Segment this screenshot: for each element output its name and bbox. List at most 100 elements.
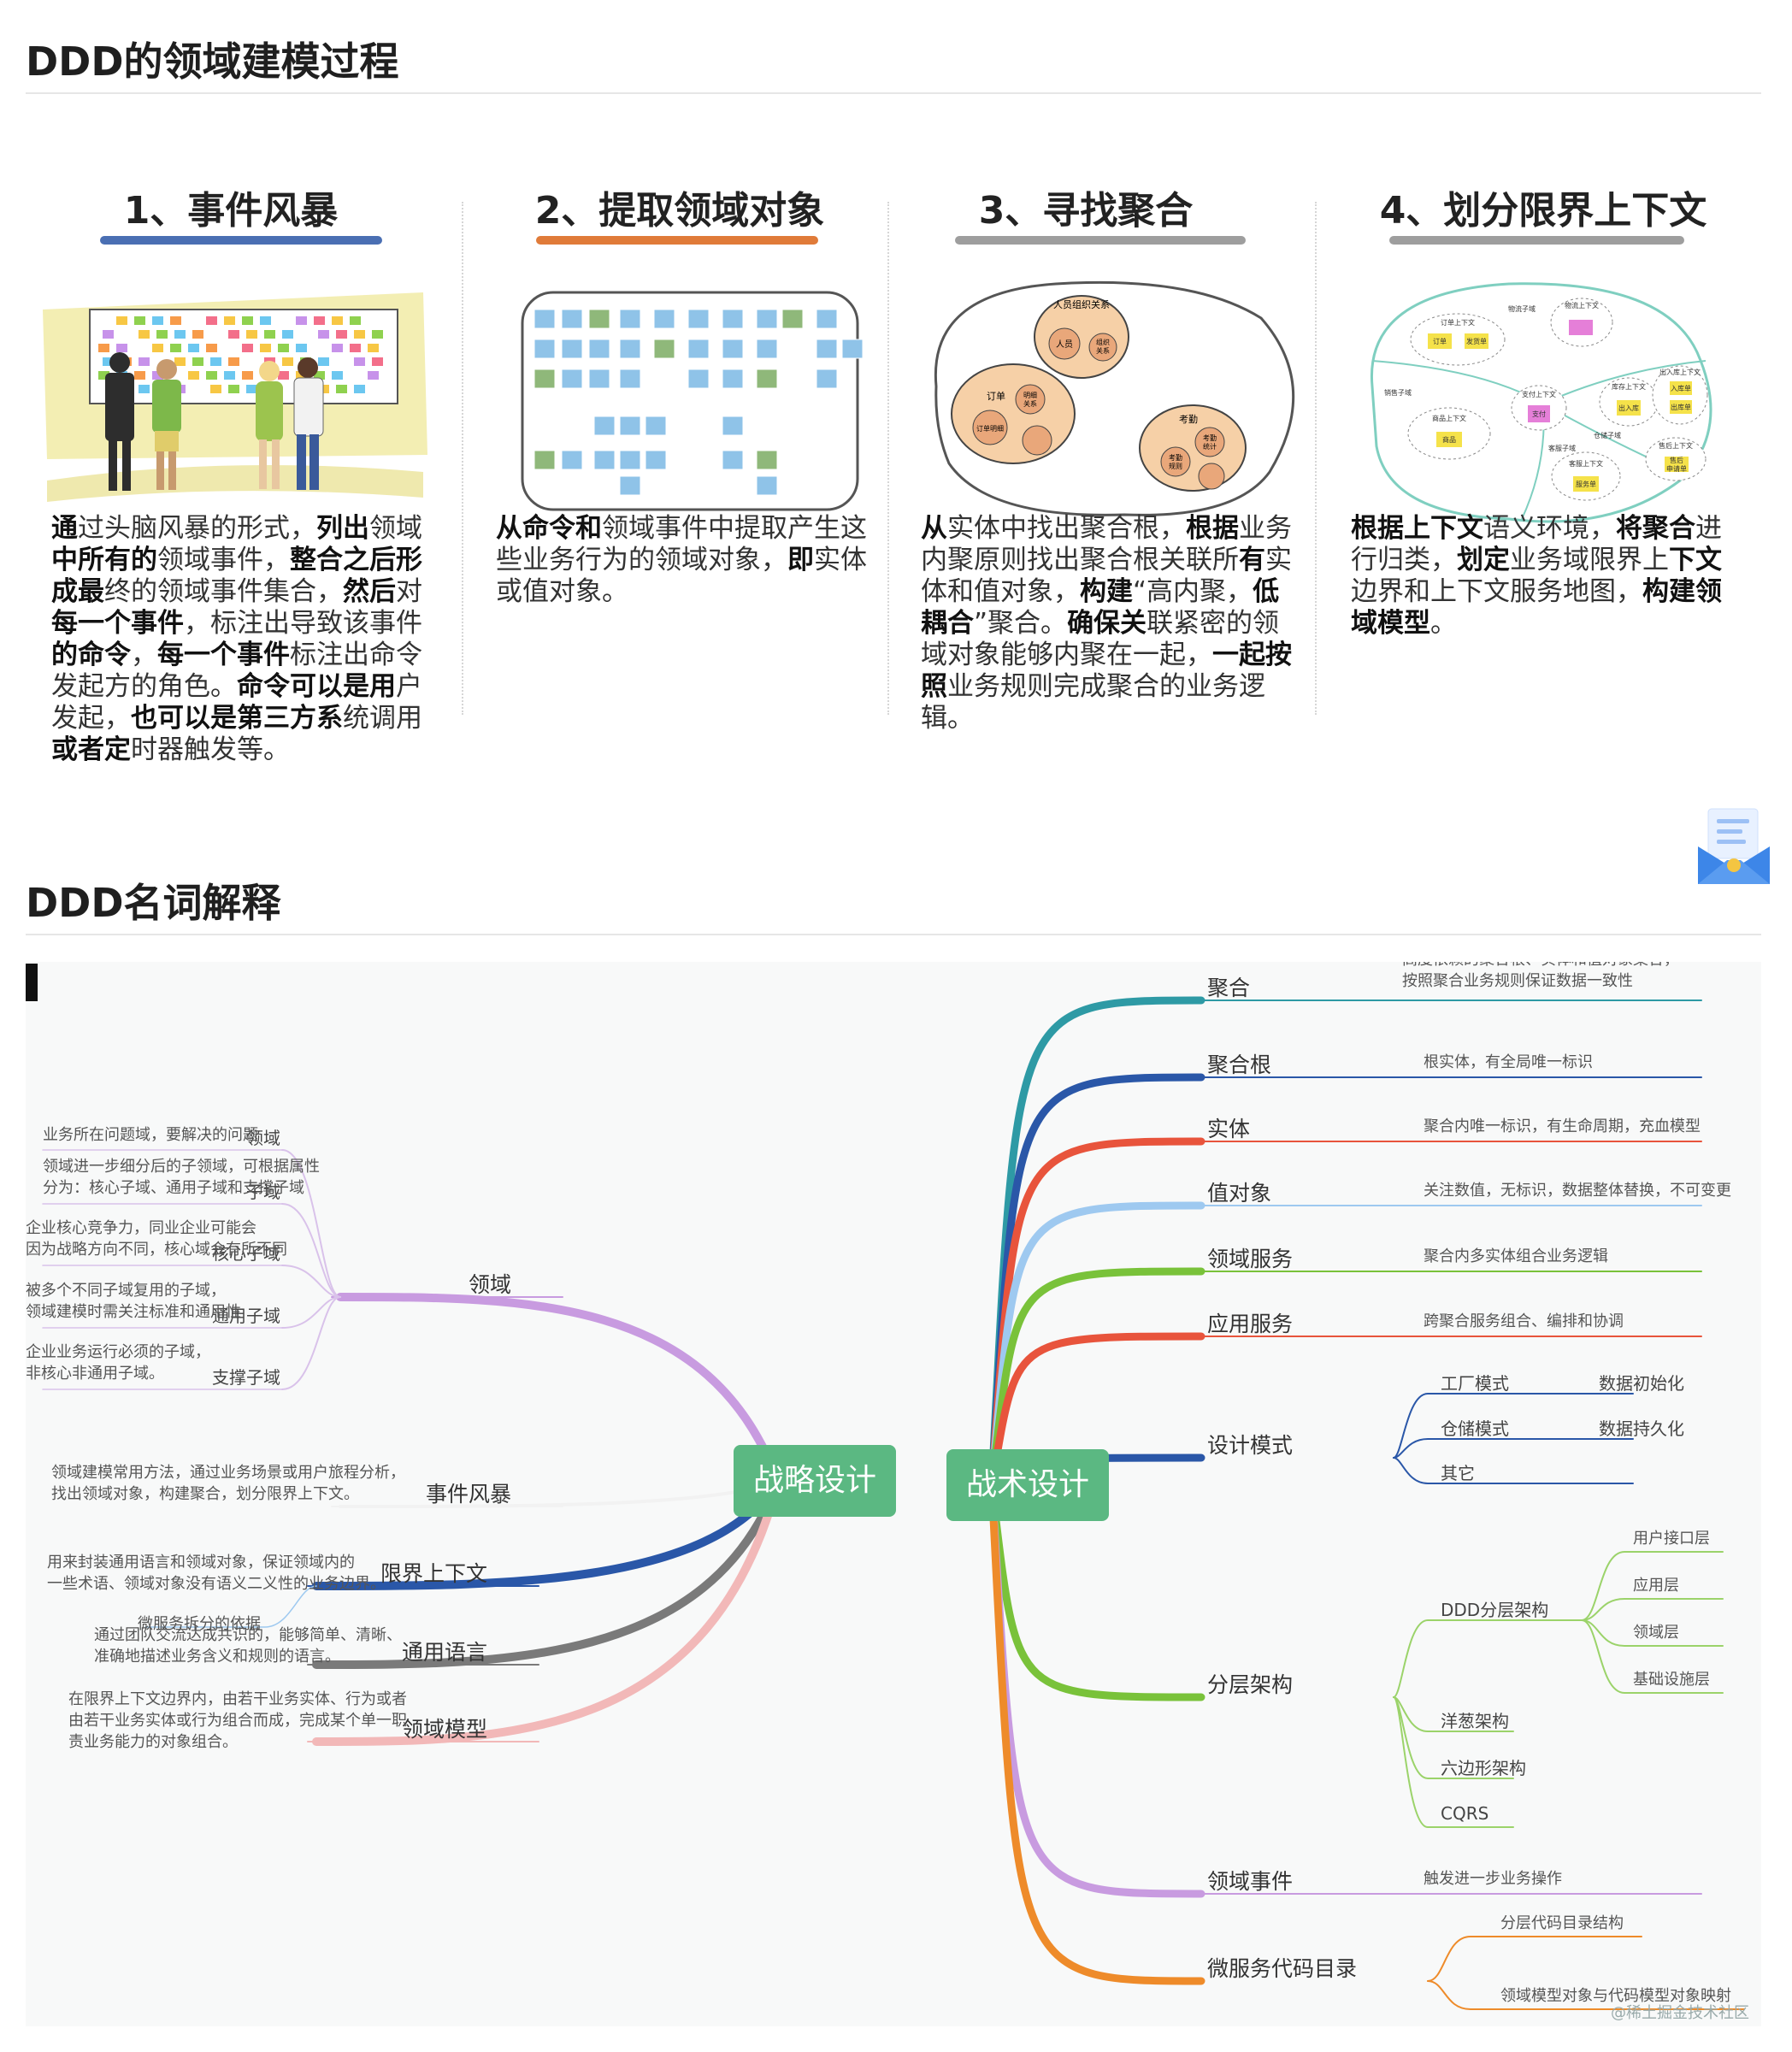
branch-line — [987, 1267, 1205, 1489]
branch-label: 聚合根 — [1207, 1053, 1272, 1077]
child-line — [1393, 1696, 1514, 1828]
step-description: 根据上下文语义环境，将聚合进行归类，划定业务域限界上下文边界和上下文服务地图，构… — [1351, 513, 1722, 639]
child-line — [1393, 1393, 1634, 1459]
step-description: 从命令和领域事件中提取产生这些业务行为的领域对象，即实体或值对象。 — [496, 513, 867, 607]
child-note: 数据持久化 — [1599, 1418, 1684, 1439]
entity-label: 明细关系 — [1023, 391, 1037, 408]
leaf-label: 用户接口层 — [1633, 1530, 1710, 1548]
step-underline — [100, 236, 382, 245]
step-description: 通过头脑风暴的形式，列出领域中所有的领域事件，整合之后形成最终的领域事件集合，然… — [51, 513, 422, 765]
entity-label: 考勤规则 — [1169, 453, 1182, 470]
branch-note: 聚合内多实体组合业务逻辑 — [1424, 1247, 1608, 1265]
object-label: 售后申请单 — [1666, 456, 1687, 473]
leaf-label: 应用层 — [1633, 1577, 1679, 1595]
child-label: 六边形架构 — [1441, 1758, 1526, 1778]
object-label: 服务单 — [1576, 480, 1596, 488]
domain-objects-illustration — [521, 291, 864, 511]
branch-label: 值对象 — [1207, 1181, 1272, 1206]
branch-label: 微服务代码目录 — [1207, 1956, 1358, 1981]
step-title: 3、寻找聚合 — [978, 189, 1194, 233]
step-underline — [955, 236, 1246, 245]
sub-line — [144, 1585, 317, 1628]
child-label: 子域 — [246, 1182, 280, 1202]
context-label: 订单上下文 — [1441, 318, 1475, 327]
branch-line — [987, 1481, 1205, 1985]
child-label: DDD分层架构 — [1441, 1600, 1549, 1620]
child-label: 领域 — [246, 1128, 280, 1148]
child-line — [281, 1149, 341, 1298]
child-label: 分层代码目录结构 — [1500, 1914, 1624, 1932]
child-label: 其它 — [1441, 1463, 1475, 1483]
event-storming-illustration — [43, 292, 427, 502]
object-label: 入库单 — [1671, 384, 1691, 392]
step-title: 4、划分限界上下文 — [1379, 189, 1707, 233]
branch-label: 应用服务 — [1207, 1312, 1294, 1336]
watermark: @稀土掘金技术社区 — [1611, 2004, 1749, 2022]
subdomain-label: 仓储子域 — [1594, 431, 1621, 439]
branch-sub-note: 微服务拆分的依据 — [138, 1615, 261, 1633]
object-label: 订单 — [1433, 337, 1447, 345]
branch-label: 聚合 — [1207, 976, 1251, 1000]
page-heading-process: DDD的领域建模过程 — [26, 38, 399, 85]
child-label: 核心子域 — [212, 1243, 280, 1264]
bounded-context-illustration: 物流子域 订单上下文 订单 发货单 物流上下文 销售子域 支付上下文 支付 商品… — [1370, 282, 1712, 523]
child-label: 支撑子域 — [212, 1367, 280, 1388]
child-note: 业务所在问题域，要解决的问题 — [43, 1126, 258, 1144]
entity-label: 订单明细 — [976, 424, 1004, 433]
heading-divider — [26, 92, 1761, 94]
branch-label: 领域 — [468, 1272, 511, 1297]
aggregate-label: 人员组织关系 — [1053, 298, 1110, 310]
child-label: 通用子域 — [212, 1306, 280, 1326]
branch-line — [987, 1201, 1205, 1489]
branch-label: 事件风暴 — [425, 1482, 511, 1507]
child-label: 仓储模式 — [1441, 1418, 1509, 1439]
center-node-tactical: 战术设计 — [946, 1449, 1109, 1521]
map-edge-mark — [26, 964, 38, 1001]
mindmap-branches — [42, 996, 1745, 2010]
branch-note: 用来封装通用语言和领域对象，保证领域内的 一些术语、领域对象没有语义二义性的业务… — [47, 1554, 386, 1593]
aggregate-label: 订单 — [987, 391, 1005, 402]
branch-line — [339, 1480, 780, 1508]
child-note: 数据初始化 — [1599, 1373, 1684, 1394]
child-line — [281, 1296, 341, 1390]
entity-label: 组织关系 — [1096, 338, 1110, 355]
branch-label: 分层架构 — [1207, 1672, 1294, 1697]
aggregates-illustration: 人员组织关系 人员 组织关系 订单 订单明细 明细关系 考勤 考勤规则 考勤统计 — [934, 280, 1295, 516]
subdomain-label: 销售子域 — [1384, 388, 1412, 397]
child-label: 领域模型对象与代码模型对象映射 — [1500, 1987, 1731, 2005]
object-label: 出库单 — [1671, 403, 1691, 411]
entity-label: 考勤统计 — [1203, 433, 1217, 451]
step-underline — [1389, 236, 1684, 245]
child-note: 企业业务运行必须的子域， 非核心非通用子域。 — [26, 1343, 210, 1383]
child-note: 被多个不同子域复用的子域， 领域建模时需关注标准和通用性 — [26, 1282, 241, 1321]
branch-note: 高度依赖的聚合根、实体和值对象集合， 按照聚合业务规则保证数据一致性 — [1402, 962, 1679, 990]
column-separator — [462, 202, 463, 715]
ddd-glossary-mindmap: 战略设计 战术设计 @稀土掘金技术社区 领域事件风暴限界上下文通用语言领域模型领… — [26, 962, 1761, 2026]
child-line — [1393, 1438, 1634, 1459]
leaf-line — [1581, 1551, 1724, 1621]
child-label: 洋葱架构 — [1441, 1711, 1509, 1731]
entity-label: 人员 — [1056, 339, 1073, 350]
child-line — [281, 1296, 341, 1329]
branch-line — [987, 1481, 1205, 1701]
leaf-line — [1581, 1619, 1724, 1647]
branch-note: 聚合内唯一标识，有生命周期，充血模型 — [1424, 1117, 1701, 1135]
feedback-mail-icon[interactable] — [1691, 805, 1777, 891]
page-heading-glossary: DDD名词解释 — [26, 880, 281, 926]
branch-note: 触发进一步业务操作 — [1424, 1870, 1562, 1888]
object-label: 出入库 — [1618, 404, 1639, 412]
branch-note: 关注数值，无标识，数据整体替换，不可变更 — [1424, 1182, 1731, 1200]
column-separator — [1315, 202, 1317, 715]
object-label: 发货单 — [1466, 337, 1487, 345]
branch-note: 跨聚合服务组合、编排和协调 — [1424, 1312, 1624, 1330]
leaf-label: 领域层 — [1633, 1624, 1679, 1642]
child-line — [1393, 1619, 1583, 1698]
branch-label: 限界上下文 — [380, 1561, 487, 1586]
context-label: 商品上下文 — [1432, 414, 1466, 422]
context-label: 售后上下文 — [1659, 441, 1693, 450]
context-label: 支付上下文 — [1522, 390, 1556, 398]
context-label: 出入库上下文 — [1659, 368, 1701, 376]
child-line — [1427, 1980, 1745, 2010]
context-label: 库存上下文 — [1612, 382, 1646, 391]
branch-label: 通用语言 — [401, 1640, 487, 1665]
